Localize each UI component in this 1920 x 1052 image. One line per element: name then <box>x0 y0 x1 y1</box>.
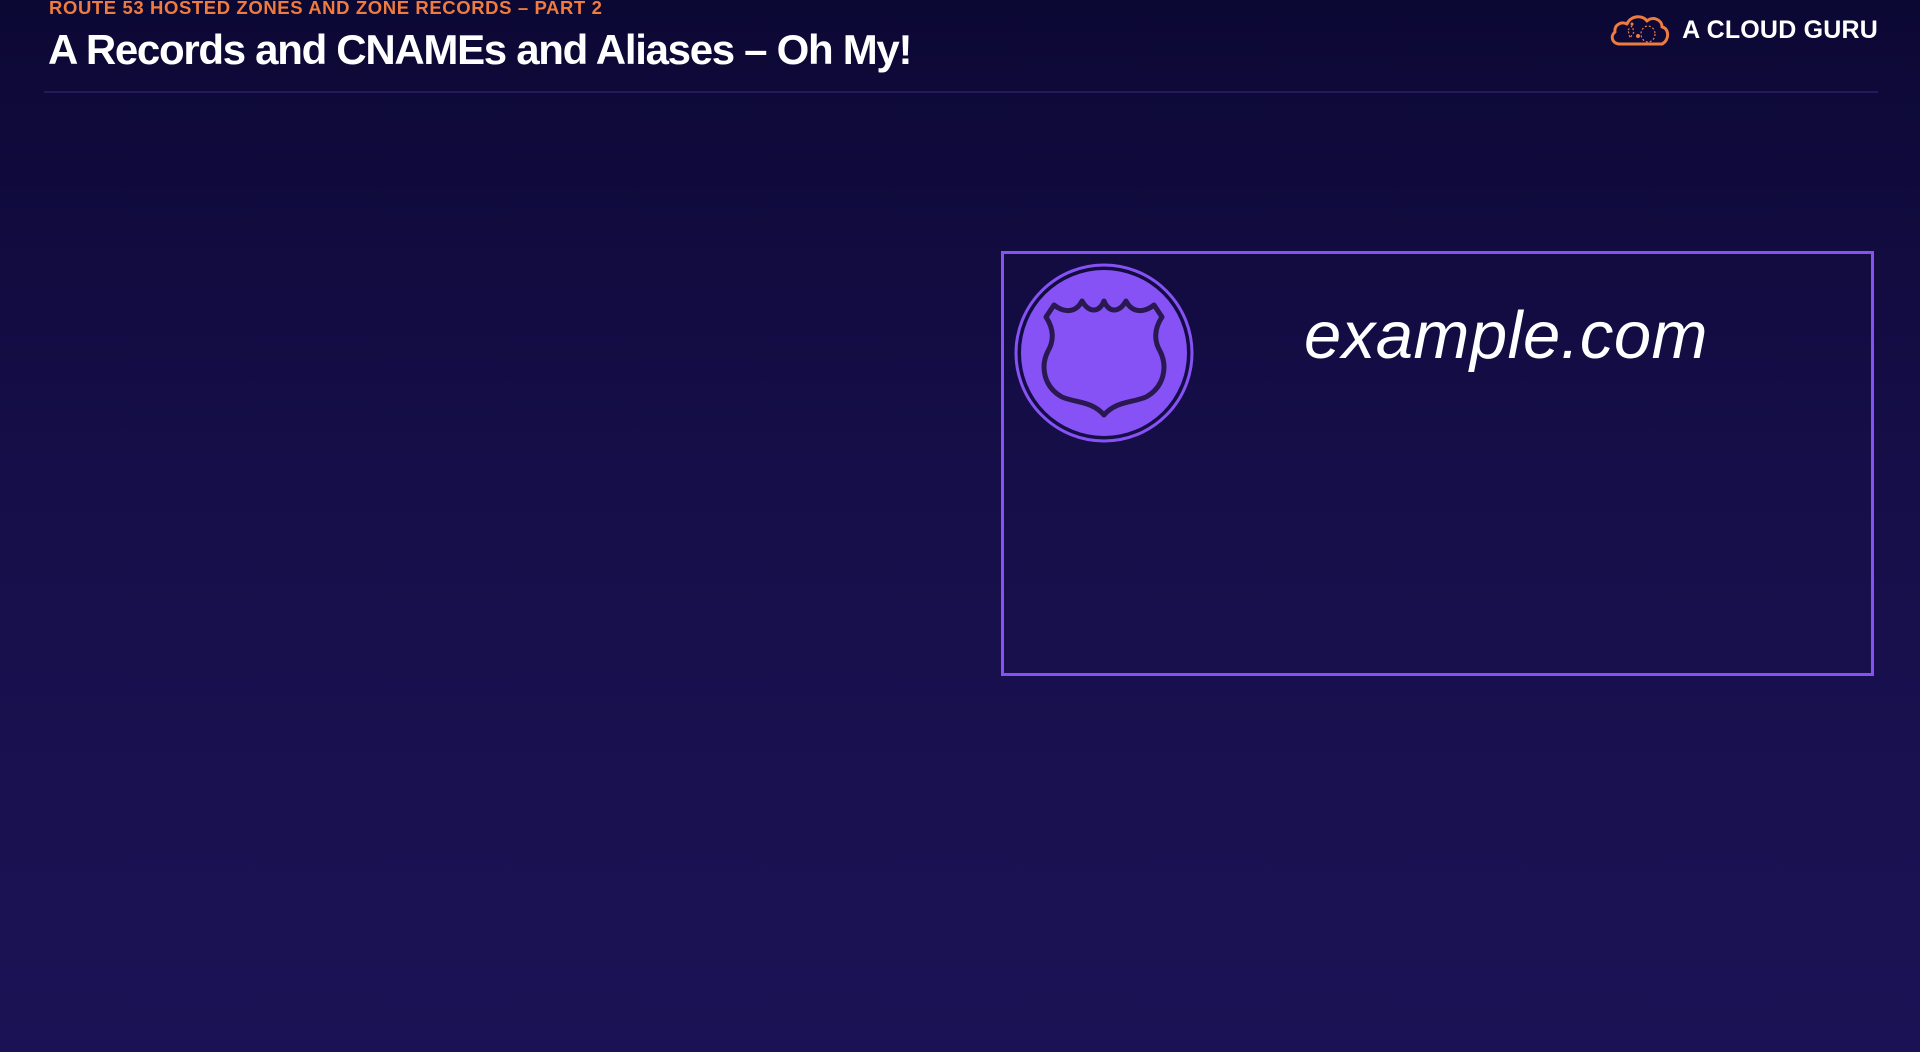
brand-logo: A CLOUD GURU <box>1608 10 1878 50</box>
slide-subtitle: ROUTE 53 HOSTED ZONES AND ZONE RECORDS –… <box>49 0 603 18</box>
zone-domain-name: example.com <box>1304 298 1708 373</box>
slide-header: ROUTE 53 HOSTED ZONES AND ZONE RECORDS –… <box>0 0 1920 93</box>
header-divider <box>44 91 1878 93</box>
slide-title: A Records and CNAMEs and Aliases – Oh My… <box>48 26 912 73</box>
route53-shield-icon <box>1014 263 1194 443</box>
cloud-logo-icon <box>1610 15 1670 46</box>
hosted-zone-box: example.com <box>1001 251 1874 676</box>
brand-name: A CLOUD GURU <box>1682 15 1878 44</box>
